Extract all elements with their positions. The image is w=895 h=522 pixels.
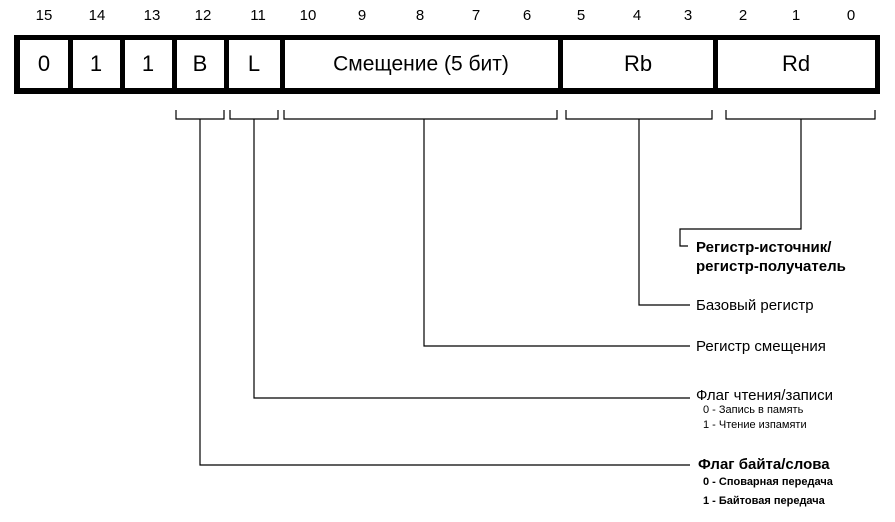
field-cell-l bbox=[229, 40, 280, 88]
bracket-rb bbox=[565, 110, 713, 120]
bit-number-15: 15 bbox=[35, 7, 53, 24]
bit-number-2: 2 bbox=[738, 7, 748, 24]
bit-number-7: 7 bbox=[471, 7, 481, 24]
field-label-offset: Смещение (5 бит) bbox=[333, 52, 509, 76]
desc-rd-line1: Регистр-источник/ bbox=[696, 239, 832, 256]
leader-rd bbox=[679, 119, 802, 247]
bit-number-10: 10 bbox=[299, 7, 317, 24]
bit-number-6: 6 bbox=[522, 7, 532, 24]
bracket-l bbox=[229, 110, 279, 120]
bit-number-8: 8 bbox=[415, 7, 425, 24]
bit-number-1: 1 bbox=[791, 7, 801, 24]
bracket-offset bbox=[283, 110, 558, 120]
desc-l-note1: 1 - Чтение изпамяти bbox=[703, 419, 807, 431]
bit-number-3: 3 bbox=[683, 7, 693, 24]
desc-b-note0: 0 - Споварная передача bbox=[703, 476, 833, 488]
bit-number-12: 12 bbox=[194, 7, 212, 24]
desc-offset-title: Регистр смещения bbox=[696, 338, 826, 355]
field-cell-rb bbox=[563, 40, 713, 88]
desc-b-note1: 1 - Байтовая передача bbox=[703, 495, 825, 507]
leader-b bbox=[199, 119, 690, 466]
bit-number-5: 5 bbox=[576, 7, 586, 24]
desc-l-title: Флаг чтения/записи bbox=[696, 387, 834, 404]
bit-number-11: 11 bbox=[250, 7, 266, 24]
bracket-rd bbox=[725, 110, 876, 120]
field-label-bit13: 1 bbox=[141, 51, 155, 76]
leader-l bbox=[253, 119, 690, 399]
bit-number-13: 13 bbox=[143, 7, 161, 24]
bracket-b bbox=[175, 110, 225, 120]
desc-rb-title: Базовый регистр bbox=[696, 297, 814, 314]
field-label-l: L bbox=[247, 51, 261, 76]
leader-offset bbox=[423, 119, 690, 347]
field-cell-b bbox=[177, 40, 224, 88]
field-label-rd: Rd bbox=[781, 51, 811, 76]
field-cell-bit14 bbox=[73, 40, 120, 88]
field-label-rb: Rb bbox=[623, 51, 653, 76]
desc-b-title: Флаг байта/слова bbox=[698, 456, 830, 473]
desc-l-note0: 0 - Запись в память bbox=[703, 404, 804, 416]
field-label-bit15: 0 bbox=[37, 51, 51, 76]
field-cell-offset bbox=[285, 40, 558, 88]
field-cell-rd bbox=[718, 40, 875, 88]
leader-rb bbox=[638, 119, 690, 306]
bit-number-9: 9 bbox=[357, 7, 367, 24]
field-cell-bit15 bbox=[20, 40, 68, 88]
field-cell-bit13 bbox=[125, 40, 172, 88]
field-label-b: B bbox=[192, 51, 208, 76]
bit-number-4: 4 bbox=[632, 7, 642, 24]
desc-rd-line2: регистр-получатель bbox=[696, 258, 846, 275]
bit-number-0: 0 bbox=[846, 7, 856, 24]
field-label-bit14: 1 bbox=[89, 51, 103, 76]
bit-number-14: 14 bbox=[88, 7, 106, 24]
